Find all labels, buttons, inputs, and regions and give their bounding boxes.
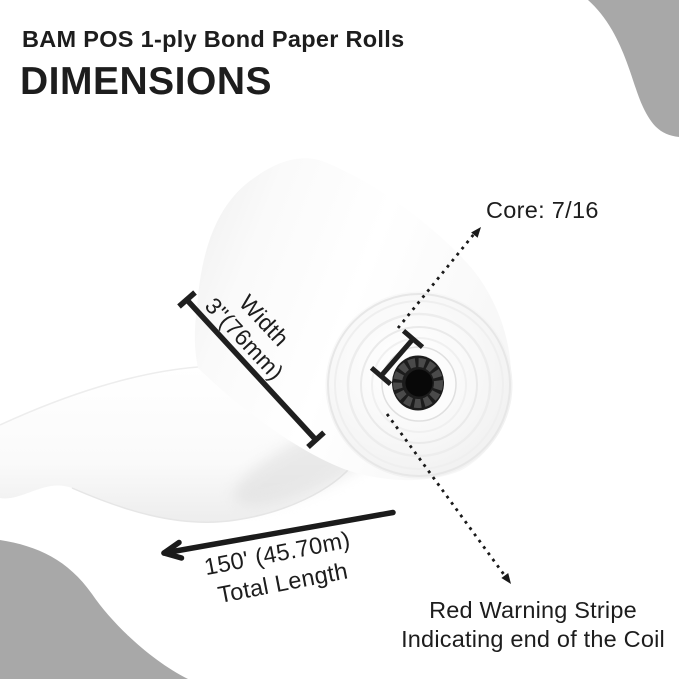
core-dotted-arrow	[396, 227, 481, 329]
roll-core	[381, 346, 457, 422]
warning-dotted-arrow	[385, 413, 511, 584]
warning-stripe-label: Red Warning Stripe Indicating end of the…	[401, 596, 665, 654]
dimensions-heading: DIMENSIONS	[20, 60, 273, 103]
gray-blob-bottom-left	[0, 540, 188, 679]
width-dimension-line	[177, 290, 326, 450]
warning-label-line1: Red Warning Stripe	[429, 597, 637, 623]
warning-label-line2: Indicating end of the Coil	[401, 626, 665, 652]
core-dimension-marker	[369, 328, 425, 387]
core-size-label: Core: 7/16	[486, 197, 599, 223]
product-title: BAM POS 1-ply Bond Paper Rolls	[22, 26, 405, 52]
length-arrow	[161, 509, 396, 561]
gray-blob-top-right	[588, 0, 679, 137]
